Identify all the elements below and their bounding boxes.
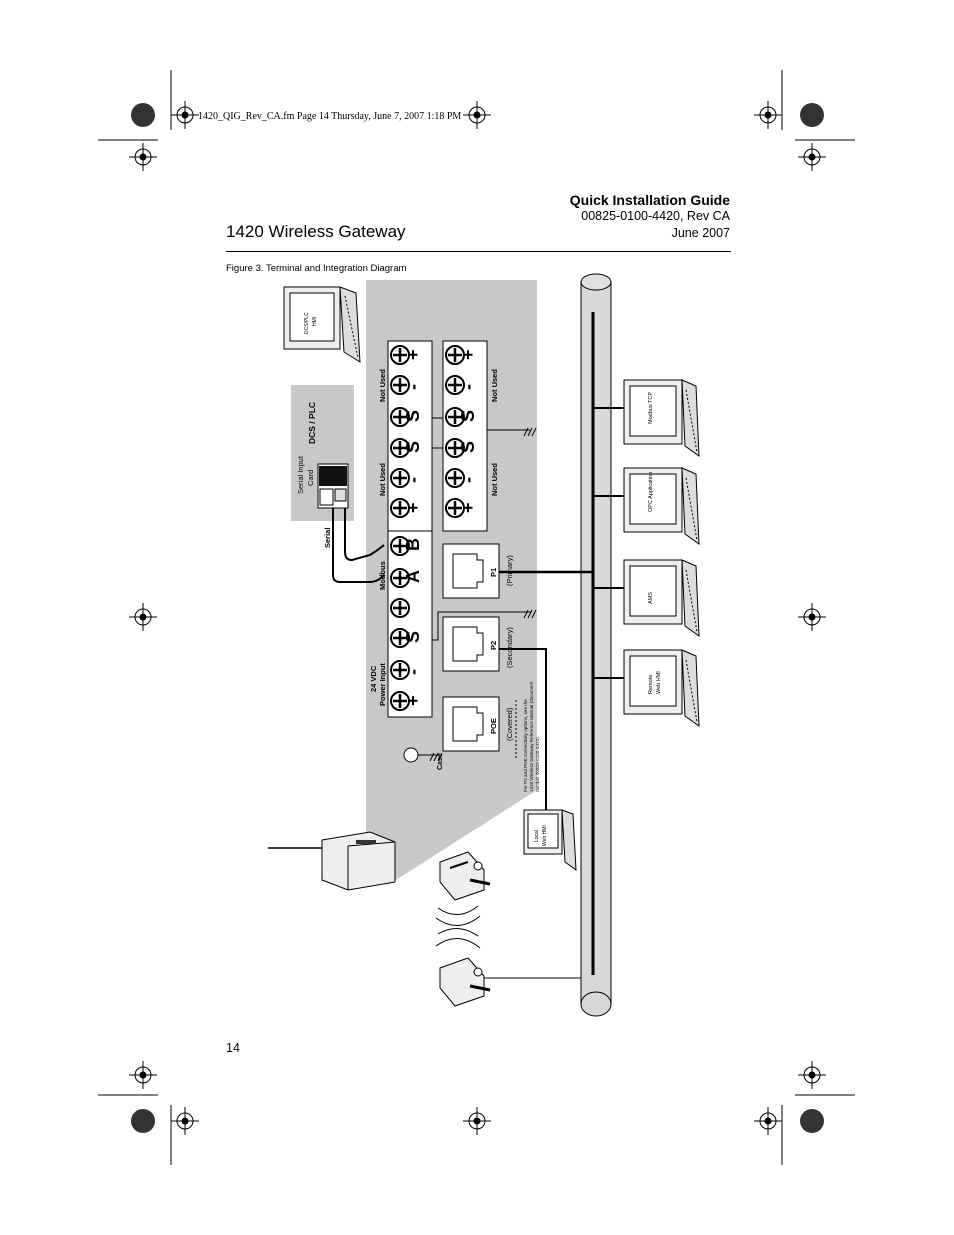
connectivity-note: number 00809-0100-4420). (535, 736, 540, 792)
terminal-minus-label: - (403, 384, 423, 390)
page-number: 14 (226, 1041, 240, 1055)
local-web-hmi-label: Local (534, 830, 540, 842)
workstation-label: AMS (648, 592, 654, 604)
terminal-minus-label: - (458, 384, 478, 390)
serial-input-card-label: Card (306, 470, 315, 486)
p1-sublabel: (Primary) (505, 555, 514, 586)
screw-terminals: + + - - S S S S - - + + B A S - + (390, 345, 478, 711)
serial-input-card-label: Serial Input (296, 455, 305, 494)
terminal-minus-label: - (403, 669, 423, 675)
document-number: 00825-0100-4420, Rev CA (581, 209, 730, 223)
dcs-plc-label: DCS / PLC (307, 402, 317, 444)
workstation-computer-icon: OPC Application (593, 467, 700, 546)
radio-waves-icon (435, 905, 481, 949)
connectivity-note: For P2 and POE connectivity options, see… (523, 699, 528, 792)
poe-sublabel: (Covered) (505, 707, 514, 741)
connectivity-note: 1420 Wireless Gateway Reference Manual (… (529, 681, 534, 792)
page-title: 1420 Wireless Gateway (226, 222, 406, 241)
p1-label: P1 (489, 568, 498, 577)
header-rule (226, 251, 731, 252)
power-label: Power Input (378, 663, 387, 706)
wireless-transmitter-icon (439, 851, 491, 901)
terminal-plus-label: + (403, 695, 423, 706)
screw-slot-icon (393, 571, 407, 585)
terminal-plus-label: + (458, 349, 478, 360)
screw-slot-icon (448, 348, 462, 362)
terminal-shield-label: S (458, 441, 478, 453)
terminal-block-left (387, 340, 433, 718)
not-used-label: Not Used (490, 463, 499, 496)
terminal-shield-label: S (403, 441, 423, 453)
terminal-shield-label: S (403, 410, 423, 422)
screw-slot-icon (448, 410, 462, 424)
p2-sublabel: (Secondary) (505, 627, 514, 668)
figure-caption: Figure 3. Terminal and Integration Diagr… (226, 263, 407, 274)
power-label: 24 VDC (369, 665, 378, 692)
port-p2 (442, 616, 500, 672)
workstation-label: Remote (648, 675, 654, 694)
local-web-hmi-icon (523, 809, 577, 872)
wireless-transmitter-icon (439, 957, 581, 1007)
dcs-hmi-label: HMI (312, 317, 318, 326)
screw-slot-icon (393, 601, 407, 615)
serial-cable (332, 508, 385, 583)
serial-input-card-icon (317, 463, 349, 509)
terminal-plus-label: + (403, 349, 423, 360)
screw-slot-icon (393, 663, 407, 677)
serial-label: Serial (323, 528, 332, 548)
color-bar-icon (131, 103, 824, 1133)
workstation-computer-icon: Modbus TCP (593, 379, 700, 458)
local-web-hmi-label: Web HMI (542, 825, 548, 846)
workstation-label: Modbus TCP (648, 392, 654, 424)
not-used-label: Not Used (378, 369, 387, 402)
document-date: June 2007 (671, 226, 730, 240)
dcs-hmi-label: DCS/PLC (304, 312, 310, 334)
screw-slot-icon (448, 441, 462, 455)
screw-slot-icon (448, 378, 462, 392)
terminal-plus-label: + (403, 502, 423, 513)
terminal-minus-label: - (458, 477, 478, 483)
not-used-label: Not Used (378, 463, 387, 496)
screw-slot-icon (393, 410, 407, 424)
p2-label: P2 (489, 641, 498, 650)
case-ground-icon (403, 747, 419, 763)
workstation-computer-icon: AMS (593, 559, 700, 638)
screw-slot-icon (448, 471, 462, 485)
screw-slot-icon (393, 441, 407, 455)
workstation-label: Web HMI (656, 671, 662, 694)
terminal-b-label: B (403, 538, 423, 551)
screw-slot-icon (393, 631, 407, 645)
screw-slot-icon (393, 348, 407, 362)
port-p1 (442, 543, 500, 599)
modbus-label: Modbus (378, 561, 387, 590)
ground-symbol-icon (522, 427, 537, 437)
terminal-minus-label: - (403, 477, 423, 483)
case-label: Case (437, 753, 444, 770)
screw-slot-icon (393, 378, 407, 392)
poe-label: POE (489, 718, 498, 734)
screw-slot-icon (393, 471, 407, 485)
dcs-hmi-computer-icon (283, 286, 361, 363)
workstation-label: OPC Application (648, 472, 654, 512)
screw-slot-icon (448, 501, 462, 515)
port-poe (442, 696, 500, 752)
ethernet-backbone (580, 273, 612, 1017)
terminal-shield-label: S (403, 631, 423, 643)
screw-slot-icon (393, 501, 407, 515)
gateway-device-icon (268, 831, 396, 891)
not-used-label: Not Used (490, 369, 499, 402)
screw-slot-icon (393, 539, 407, 553)
terminal-plus-label: + (458, 502, 478, 513)
screw-slot-icon (393, 694, 407, 708)
registration-target-icon (129, 101, 826, 1135)
guide-title: Quick Installation Guide (569, 192, 730, 208)
print-slug: 1420_QIG_Rev_CA.fm Page 14 Thursday, Jun… (198, 111, 462, 122)
terminal-a-label: A (403, 570, 423, 583)
terminal-shield-label: S (458, 410, 478, 422)
